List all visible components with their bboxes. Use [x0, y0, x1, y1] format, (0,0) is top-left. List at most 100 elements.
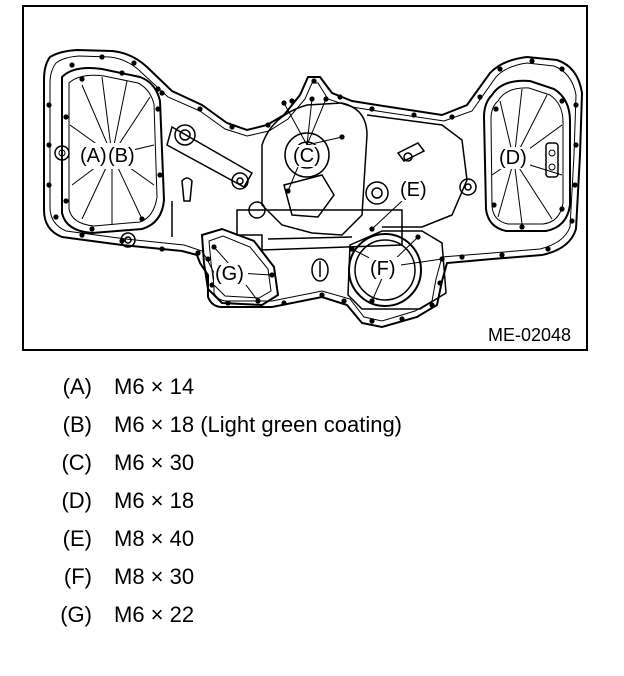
bolt-head [337, 94, 343, 100]
bolt-head [159, 90, 165, 96]
callout-f: (F) [370, 258, 396, 280]
cover-outline [43, 48, 584, 329]
legend-key: (E) [62, 526, 92, 551]
bolt-head [437, 280, 443, 286]
bolt-head [281, 300, 287, 306]
bolt-head [209, 282, 215, 288]
bolt-head [399, 316, 405, 322]
bolt-head [411, 112, 417, 118]
water-pump [347, 230, 447, 310]
legend-value: M6 × 30 [114, 450, 195, 475]
callout-f-bg [369, 257, 401, 279]
bolt-head [569, 218, 575, 224]
legend-value: M6 × 18 [114, 488, 195, 513]
diagram-frame [22, 5, 588, 351]
bolt-head [369, 318, 375, 324]
diagram-svg: (A) (B) (C) (D) (E) (F) (G) ME-02048 [22, 5, 588, 351]
bolt-head [155, 106, 161, 112]
bolt-head [53, 214, 59, 220]
legend-value: M8 × 30 [114, 564, 195, 589]
callout-e: (E) [400, 179, 427, 201]
bolt-head [369, 298, 375, 304]
bolt-head [429, 302, 435, 308]
bolt-head [559, 66, 565, 72]
bolt-head [255, 298, 261, 304]
bolt-head [69, 62, 75, 68]
bolt-head [349, 246, 355, 252]
bolt-head [369, 226, 375, 232]
figure-id: ME-02048 [488, 325, 571, 345]
bolt-head [439, 256, 445, 262]
bolt-head [159, 246, 165, 252]
bolt-head [157, 172, 163, 178]
bolt-head [449, 114, 455, 120]
callout-c: (C) [293, 145, 321, 167]
callout-d: (D) [499, 147, 527, 169]
bolt-head [265, 122, 271, 128]
bolt-head [477, 94, 483, 100]
bolt-head [369, 106, 375, 112]
bolt-head [559, 98, 565, 104]
bolt-head [119, 70, 125, 76]
bolt-head [269, 272, 275, 278]
legend-key: (D) [61, 488, 92, 513]
bolt-head [323, 96, 329, 102]
bolt-head [63, 198, 69, 204]
bolt-head [63, 114, 69, 120]
bolt-head [46, 102, 52, 108]
bolt-head [499, 252, 505, 258]
bolt-head [195, 250, 201, 256]
callout-g: (G) [215, 263, 244, 285]
bolt-head [459, 254, 465, 260]
legend-key: (G) [60, 602, 92, 627]
bolt-head [119, 238, 125, 244]
oil-pump [200, 227, 280, 307]
bolt-head [197, 106, 203, 112]
callout-d-bg [498, 147, 530, 169]
cover-outline-inner [49, 55, 577, 322]
callout-a: (A) [80, 145, 107, 167]
bolt-head [99, 54, 105, 60]
bolt-head [519, 224, 525, 230]
bolt-head [493, 106, 499, 112]
callout-e-bg [398, 179, 432, 201]
bolt-head [497, 66, 503, 72]
legend-value: M8 × 40 [114, 526, 195, 551]
bolt-head [491, 202, 497, 208]
bolt-head [529, 58, 535, 64]
bolt-head [319, 292, 325, 298]
legend-key: (C) [61, 450, 92, 475]
legend-key: (A) [62, 374, 92, 399]
bolt-heads [46, 54, 579, 324]
bolt-head [281, 100, 287, 106]
bolt-head [229, 124, 235, 130]
bolt-head [415, 234, 421, 240]
bolt-head [341, 298, 347, 304]
bolt-head [285, 188, 291, 194]
bolt-head [46, 142, 52, 148]
bolt-head [139, 216, 145, 222]
bolt-head [573, 142, 579, 148]
bolt-head [79, 232, 85, 238]
legend-value: M6 × 22 [114, 602, 195, 627]
bolt-head [155, 86, 161, 92]
bolt-head [309, 96, 315, 102]
bolt-head [311, 78, 317, 84]
bolt-head [211, 244, 217, 250]
bolt-head [131, 60, 137, 66]
bolt-head [545, 246, 551, 252]
callout-g-bg [214, 263, 248, 285]
legend-value: M6 × 18 (Light green coating) [114, 412, 403, 437]
bolt-head [46, 182, 52, 188]
bolt-head [89, 226, 95, 232]
bolt-head [289, 98, 295, 104]
legend-key: (F) [63, 564, 92, 589]
bolt-head [339, 134, 345, 140]
bolt-head [225, 300, 231, 306]
bolt-head [205, 256, 211, 262]
legend-value: M6 × 14 [114, 374, 195, 399]
bolt-head [79, 76, 85, 82]
bolt-head [572, 182, 578, 188]
callout-b: (B) [108, 145, 135, 167]
bolt-head [573, 102, 579, 108]
